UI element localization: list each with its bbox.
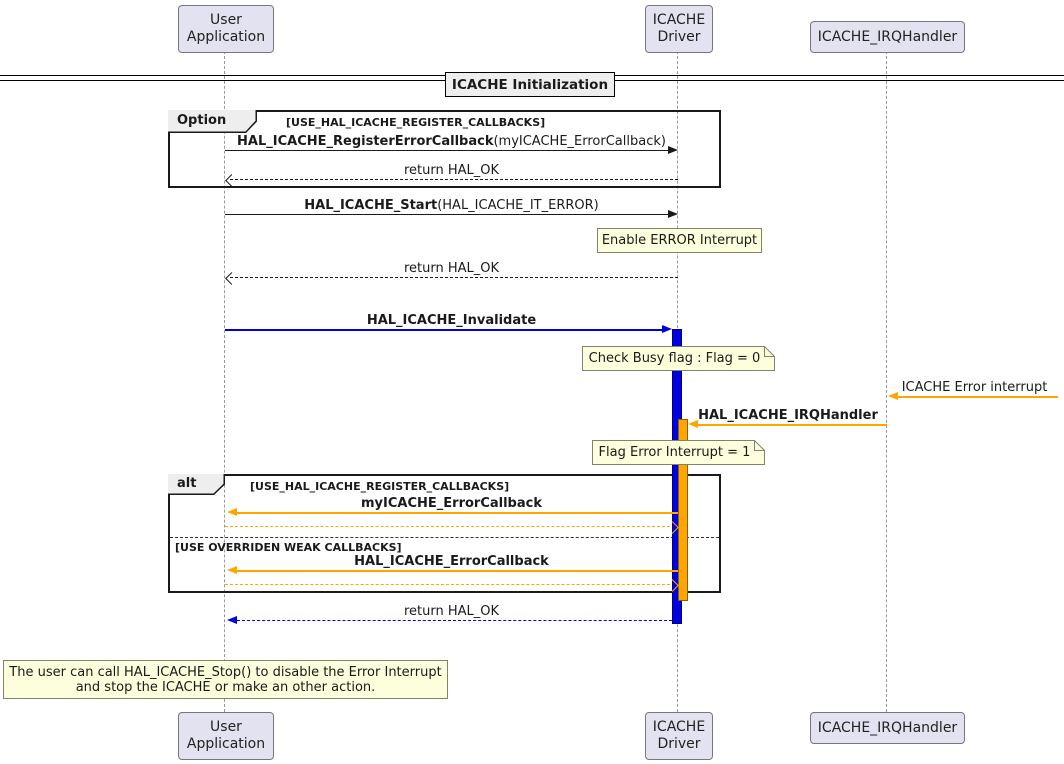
arrowhead-left-icon bbox=[888, 392, 898, 400]
note-check-busy-flag: Check Busy flag : Flag = 0 bbox=[582, 346, 775, 371]
lifeline-icache-irqhandler bbox=[886, 51, 887, 712]
note-folded-shape bbox=[582, 346, 775, 371]
note-text: Check Busy flag : Flag = 0 bbox=[588, 351, 761, 366]
message-return-hal-ok-3: return HAL_OK bbox=[403, 604, 500, 619]
message-line bbox=[237, 512, 678, 514]
arrowhead-right-icon bbox=[668, 210, 678, 218]
message-line bbox=[225, 584, 670, 585]
note-flag-error-interrupt: Flag Error Interrupt = 1 bbox=[592, 440, 765, 465]
message-line bbox=[225, 214, 670, 215]
alt-guard-1: [USE_HAL_ICACHE_REGISTER_CALLBACKS] bbox=[250, 480, 510, 493]
option-fragment-operator: Option bbox=[168, 110, 257, 133]
arrowhead-left-icon bbox=[227, 508, 237, 516]
message-irq-handler: HAL_ICACHE_IRQHandler bbox=[698, 408, 878, 423]
arrowhead-right-icon bbox=[662, 325, 672, 333]
activation-bar-irq bbox=[678, 419, 688, 601]
alt-divider bbox=[170, 537, 719, 538]
message-hal-error-callback: HAL_ICACHE_ErrorCallback bbox=[354, 554, 549, 569]
note-text: and stop the ICACHE or make an other act… bbox=[75, 679, 376, 695]
participant-user-application-top: User Application bbox=[178, 5, 274, 53]
message-args: (myICACHE_ErrorCallback) bbox=[493, 134, 666, 149]
alt-operator-label: alt bbox=[177, 476, 197, 492]
message-line bbox=[697, 424, 887, 426]
diagram-title-label: ICACHE Initialization bbox=[451, 76, 609, 93]
note-text: Flag Error Interrupt = 1 bbox=[598, 445, 751, 460]
message-icache-error-interrupt: ICACHE Error interrupt bbox=[901, 380, 1048, 395]
option-guard: [USE_HAL_ICACHE_REGISTER_CALLBACKS] bbox=[286, 116, 546, 129]
note-text: Enable ERROR Interrupt bbox=[601, 233, 758, 248]
participant-label: User bbox=[210, 719, 242, 735]
participant-label: ICACHE_IRQHandler bbox=[817, 719, 958, 736]
lifeline-user-application bbox=[224, 51, 225, 712]
participant-icache-driver-top: ICACHE Driver bbox=[645, 5, 713, 53]
option-operator-label: Option bbox=[177, 113, 227, 129]
note-enable-error-interrupt: Enable ERROR Interrupt bbox=[597, 228, 762, 253]
message-return-hal-ok-1: return HAL_OK bbox=[403, 163, 500, 178]
message-name: HAL_ICACHE_Start bbox=[304, 198, 438, 213]
message-line bbox=[237, 620, 672, 621]
note-text: The user can call HAL_ICACHE_Stop() to d… bbox=[9, 664, 442, 680]
participant-label: ICACHE bbox=[652, 719, 706, 735]
participant-label: Application bbox=[186, 29, 266, 45]
message-start: HAL_ICACHE_Start(HAL_ICACHE_IT_ERROR) bbox=[225, 198, 678, 213]
message-invalidate: HAL_ICACHE_Invalidate bbox=[366, 313, 537, 328]
message-line bbox=[897, 396, 1058, 398]
participant-icache-irqhandler-top: ICACHE_IRQHandler bbox=[810, 21, 965, 53]
message-line bbox=[237, 570, 678, 572]
participant-label: Application bbox=[186, 736, 266, 752]
alt-fragment: alt [USE_HAL_ICACHE_REGISTER_CALLBACKS] … bbox=[168, 474, 721, 593]
message-line bbox=[225, 150, 670, 151]
message-args: (HAL_ICACHE_IT_ERROR) bbox=[437, 198, 599, 213]
message-line bbox=[225, 526, 670, 527]
message-register-error-callback: HAL_ICACHE_RegisterErrorCallback(myICACH… bbox=[225, 134, 678, 149]
participant-icache-driver-bottom: ICACHE Driver bbox=[645, 712, 713, 760]
participant-label: Driver bbox=[657, 29, 701, 45]
arrowhead-left-icon bbox=[227, 616, 237, 624]
option-fragment: Option [USE_HAL_ICACHE_REGISTER_CALLBACK… bbox=[168, 110, 721, 188]
message-line bbox=[230, 277, 678, 278]
alt-fragment-operator: alt bbox=[168, 474, 225, 495]
note-folded-shape bbox=[592, 440, 765, 465]
diagram-title: ICACHE Initialization bbox=[445, 72, 615, 97]
participant-label: Driver bbox=[657, 736, 701, 752]
alt-guard-2: [USE OVERRIDEN WEAK CALLBACKS] bbox=[175, 541, 402, 554]
participant-label: ICACHE bbox=[652, 12, 706, 28]
message-my-error-callback: myICACHE_ErrorCallback bbox=[361, 496, 542, 511]
message-name: HAL_ICACHE_RegisterErrorCallback bbox=[237, 134, 494, 149]
note-user-stop: The user can call HAL_ICACHE_Stop() to d… bbox=[3, 660, 448, 699]
participant-label: User bbox=[210, 12, 242, 28]
participant-user-application-bottom: User Application bbox=[178, 712, 274, 760]
participant-label: ICACHE_IRQHandler bbox=[817, 28, 958, 45]
message-line bbox=[225, 329, 663, 331]
arrowhead-left-icon bbox=[688, 420, 698, 428]
participant-icache-irqhandler-bottom: ICACHE_IRQHandler bbox=[810, 712, 965, 744]
arrowhead-right-icon bbox=[668, 146, 678, 154]
message-return-hal-ok-2: return HAL_OK bbox=[403, 261, 500, 276]
message-line bbox=[230, 179, 678, 180]
arrowhead-left-icon bbox=[227, 566, 237, 574]
